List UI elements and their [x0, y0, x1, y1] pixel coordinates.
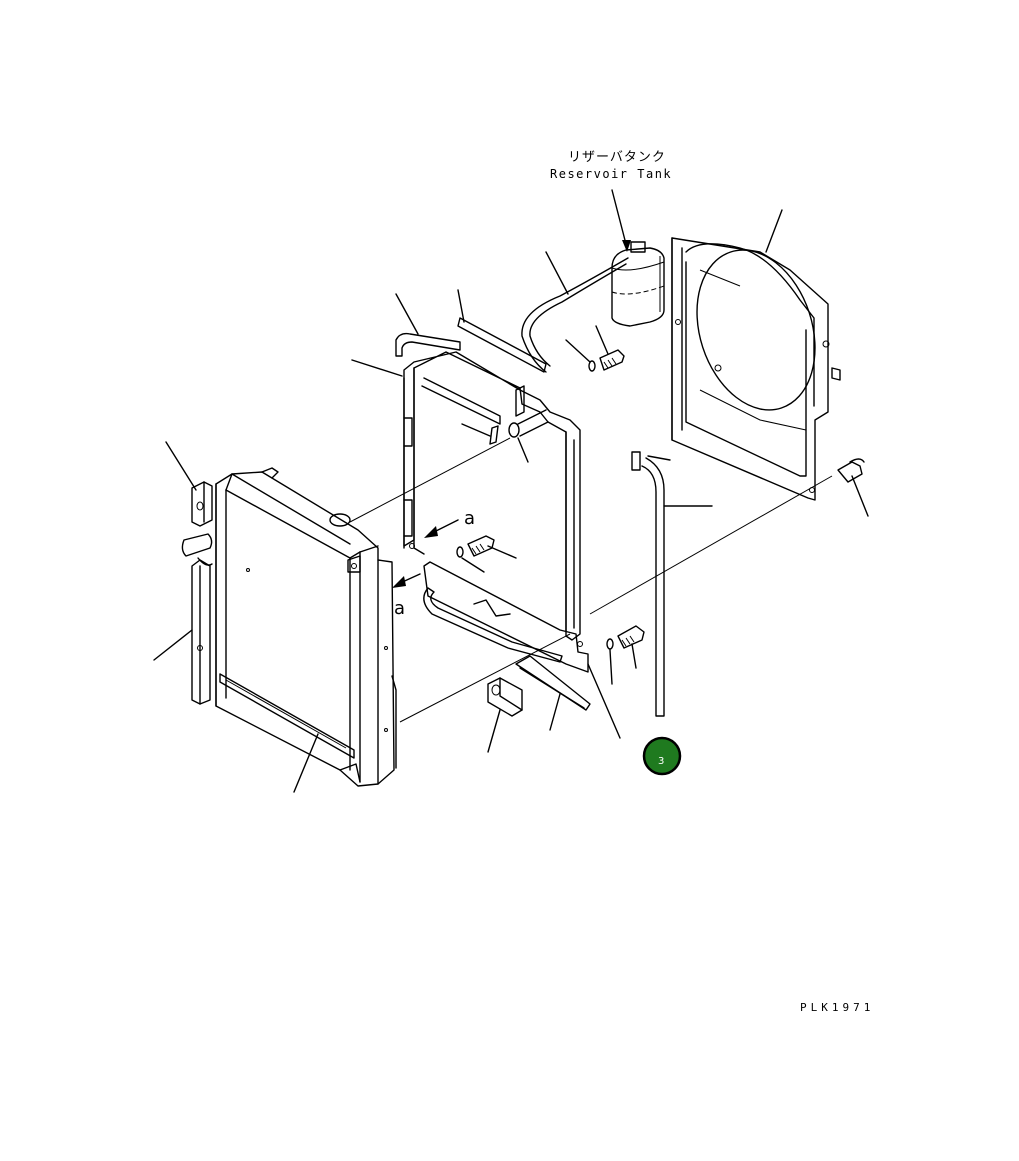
baffle-plate-leader: [351, 359, 403, 377]
baffle-to-shroud-line: [589, 475, 833, 615]
rubber-mount-block: [487, 677, 523, 717]
lower-seal-strip: [515, 655, 591, 711]
bolt-upper-leader: [595, 325, 609, 355]
reservoir-tank: [611, 241, 665, 327]
radiator-lower-line: [399, 633, 571, 723]
lower-seal-curved: [423, 587, 563, 663]
washer-lower-leader: [609, 649, 613, 685]
seal-rubber-right: [641, 457, 665, 717]
washer-middle-leader: [461, 557, 485, 573]
bolt-middle: [456, 535, 495, 558]
view-arrow-upper: [424, 519, 459, 538]
side-bracket-leader: [153, 629, 193, 661]
radiator-side-bracket: [181, 533, 213, 705]
fan-shroud: [671, 237, 841, 501]
reservoir-tank-arrowhead: [622, 240, 631, 252]
radiator-to-baffle-line: [349, 437, 511, 523]
seal-strip-right: [631, 451, 641, 471]
radiator-seal-leader: [293, 733, 319, 793]
shroud-bolt-leader: [851, 475, 869, 517]
bolt-upper: [588, 349, 625, 372]
baffle-plate: [403, 351, 589, 673]
reservoir-tank-leader: [611, 189, 628, 249]
washer-upper-leader: [565, 339, 591, 363]
hose-leader: [545, 251, 569, 295]
view-arrow-lower: [392, 573, 421, 588]
lower-seal-strip-leader: [549, 693, 561, 731]
upper-seal-strip-leader: [457, 289, 465, 323]
bolt-middle-leader: [487, 545, 517, 559]
stay-bolt-leader: [517, 437, 529, 463]
radiator-top-mount: [191, 481, 213, 527]
baffle-clip: [489, 425, 499, 445]
baffle-corner-leader: [587, 663, 621, 739]
upper-seal-hook-leader: [395, 293, 419, 335]
stay-bolt-left: [508, 409, 549, 438]
page-badge[interactable]: 3: [642, 736, 682, 776]
radiator: [215, 467, 397, 787]
bolt-lower-leader: [631, 643, 637, 669]
reservoir-tank-label-jp: リザーバタンク: [568, 150, 666, 165]
upper-seal-strip: [457, 317, 547, 373]
drawing-code: PLK1971: [800, 1001, 874, 1014]
bolt-lower: [606, 625, 645, 650]
top-mount-leader: [165, 441, 197, 491]
rubber-mount-leader: [487, 709, 501, 753]
view-marker-lower: a: [394, 598, 405, 619]
shroud-bolt-right: [837, 458, 865, 483]
page-badge-number: 3: [658, 756, 664, 767]
view-marker-upper: a: [464, 508, 475, 529]
fan-shroud-leader: [765, 209, 783, 253]
upper-seal-hook: [395, 332, 461, 357]
reservoir-tank-label-en: Reservoir Tank: [550, 167, 672, 181]
